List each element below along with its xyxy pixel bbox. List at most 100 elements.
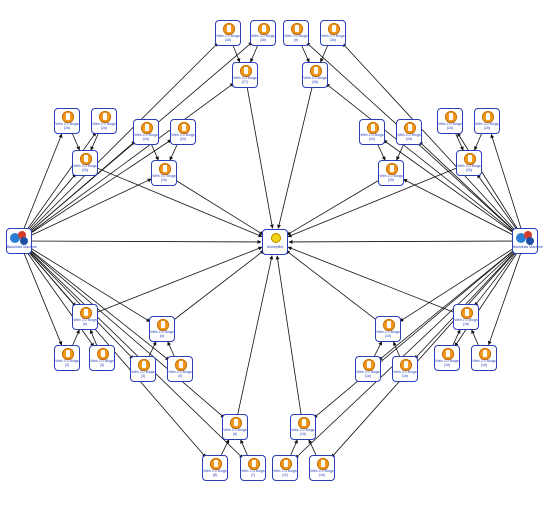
blogger-icon bbox=[178, 122, 190, 134]
blogger-icon bbox=[442, 348, 454, 360]
blog-node-index: (2#) bbox=[405, 137, 413, 142]
blog-node[interactable]: Web 2.0 Blogs(7) bbox=[240, 455, 266, 481]
blog-node-title: Web 2.0 Blogs bbox=[223, 428, 247, 432]
blog-node[interactable]: Web 2.0 Blogs(28) bbox=[302, 62, 328, 88]
blog-node[interactable]: Web 2.0 Blogs(3#) bbox=[320, 20, 346, 46]
blog-node[interactable]: Web 2.0 Blogs(2#) bbox=[437, 108, 463, 134]
blogger-icon bbox=[461, 307, 473, 319]
blogger-icon bbox=[298, 417, 310, 429]
link-arrow bbox=[342, 42, 526, 242]
blog-node-label: Web 2.0 Blogs(#) bbox=[284, 34, 308, 43]
money-site-node[interactable]: MoneyBot bbox=[262, 229, 288, 255]
blog-node-label: Web 2.0 Blogs(8) bbox=[203, 469, 227, 478]
blog-node[interactable]: Web 2.0 Blogs(3) bbox=[130, 356, 156, 382]
blog-node[interactable]: Web 2.0 Blogs(2#) bbox=[54, 108, 80, 134]
blog-node[interactable]: Web 2.0 Blogs(2#) bbox=[72, 150, 98, 176]
blog-node-title: Web 2.0 Blogs bbox=[203, 469, 227, 473]
blog-node[interactable]: Web 2.0 Blogs(2#) bbox=[151, 160, 177, 186]
blog-node[interactable]: Web 2.0 Blogs(1#) bbox=[375, 316, 401, 342]
blog-node[interactable]: Web 2.0 Blogs(3) bbox=[89, 345, 115, 371]
link-arrow bbox=[18, 240, 151, 323]
blog-node-title: Web 2.0 Blogs bbox=[152, 174, 176, 178]
hub-left-node[interactable]: Backlinks Machine bbox=[6, 228, 37, 254]
link-arrow bbox=[490, 133, 526, 242]
blog-node-title: Web 2.0 Blogs bbox=[397, 133, 421, 137]
blog-node[interactable]: Web 2.0 Blogs(2#) bbox=[170, 119, 196, 145]
blog-node[interactable]: Web 2.0 Blogs(2#) bbox=[474, 108, 500, 134]
blog-node[interactable]: Web 2.0 Blogs(1#) bbox=[355, 356, 381, 382]
blog-node[interactable]: Web 2.0 Blogs(11) bbox=[272, 455, 298, 481]
link-arrow bbox=[244, 74, 274, 229]
blog-node-title: Web 2.0 Blogs bbox=[73, 318, 97, 322]
blog-node[interactable]: Web 2.0 Blogs(2#) bbox=[378, 160, 404, 186]
blog-node-title: Web 2.0 Blogs bbox=[131, 370, 155, 374]
blog-node-title: Web 2.0 Blogs bbox=[90, 359, 114, 363]
blog-node[interactable]: Web 2.0 Blogs(2#) bbox=[91, 108, 117, 134]
link-arrow bbox=[313, 240, 526, 419]
link-arrow bbox=[84, 246, 263, 318]
blog-node-label: Web 2.0 Blogs(27) bbox=[233, 76, 257, 85]
backlinks-machine-icon bbox=[515, 231, 535, 245]
blog-node[interactable]: Web 2.0 Blogs(1#) bbox=[309, 455, 335, 481]
link-arrow bbox=[18, 240, 170, 361]
link-arrow bbox=[18, 132, 97, 242]
blog-node[interactable]: Web 2.0 Blogs(2#) bbox=[359, 119, 385, 145]
blog-node[interactable]: Web 2.0 Blogs(1#) bbox=[290, 414, 316, 440]
blog-node-label: Web 2.0 Blogs(2#) bbox=[360, 133, 384, 142]
blog-node[interactable]: Web 2.0 Blogs(1#) bbox=[453, 304, 479, 330]
blog-node-index: (1#) bbox=[384, 334, 392, 339]
blog-node[interactable]: Web 2.0 Blogs(4) bbox=[167, 356, 193, 382]
blog-node-label: Web 2.0 Blogs(11) bbox=[273, 469, 297, 478]
blog-node[interactable]: Web 2.0 Blogs(8) bbox=[202, 455, 228, 481]
blog-node-label: Web 2.0 Blogs(#) bbox=[150, 330, 174, 339]
blog-node-label: Web 2.0 Blogs(2#) bbox=[152, 174, 176, 183]
blog-node-label: Web 2.0 Blogs(3) bbox=[90, 359, 114, 368]
blogger-icon bbox=[99, 111, 111, 123]
blog-node-label: Web 2.0 Blogs(1#) bbox=[291, 428, 315, 437]
blog-node[interactable]: Web 2.0 Blogs(#) bbox=[149, 316, 175, 342]
blog-node-index: (1#) bbox=[480, 363, 488, 368]
blog-node[interactable]: Web 2.0 Blogs(1#) bbox=[434, 345, 460, 371]
link-arrow bbox=[18, 42, 219, 242]
blogger-icon bbox=[445, 111, 457, 123]
blog-node-title: Web 2.0 Blogs bbox=[376, 330, 400, 334]
blog-node-label: Web 2.0 Blogs(#) bbox=[73, 318, 97, 327]
blog-node-title: Web 2.0 Blogs bbox=[241, 469, 265, 473]
blog-node-index: (2#) bbox=[387, 178, 395, 183]
blog-node[interactable]: Web 2.0 Blogs(#) bbox=[222, 414, 248, 440]
blogger-icon bbox=[80, 307, 92, 319]
blog-node[interactable]: Web 2.0 Blogs(27) bbox=[232, 62, 258, 88]
blog-node[interactable]: Web 2.0 Blogs(3#) bbox=[250, 20, 276, 46]
blog-node-label: Web 2.0 Blogs(7) bbox=[241, 469, 265, 478]
blog-node[interactable]: Web 2.0 Blogs(3) bbox=[54, 345, 80, 371]
blogger-icon bbox=[479, 348, 491, 360]
blog-node[interactable]: Web 2.0 Blogs(#) bbox=[72, 304, 98, 330]
blog-node-label: Web 2.0 Blogs(2#) bbox=[92, 122, 116, 131]
blog-node-label: Web 2.0 Blogs(#) bbox=[223, 428, 247, 437]
blog-node-index: (11) bbox=[281, 473, 289, 478]
link-arrow bbox=[234, 255, 274, 428]
hub-right-node[interactable]: Backlinks Machine bbox=[512, 228, 543, 254]
blog-node-index: (2#) bbox=[81, 168, 89, 173]
blogger-icon bbox=[62, 111, 74, 123]
blog-node-index: (2#) bbox=[179, 137, 187, 142]
blog-node-index: (3) bbox=[64, 363, 70, 368]
blog-node-index: (27) bbox=[241, 80, 249, 85]
blog-node[interactable]: Web 2.0 Blogs(2#) bbox=[456, 150, 482, 176]
blogger-icon bbox=[138, 359, 150, 371]
link-arrow bbox=[18, 133, 63, 242]
blog-node[interactable]: Web 2.0 Blogs(2#) bbox=[396, 119, 422, 145]
blogger-icon bbox=[367, 122, 379, 134]
blog-node[interactable]: Web 2.0 Blogs(1#) bbox=[392, 356, 418, 382]
blogger-icon bbox=[386, 163, 398, 175]
blog-node-index: (#) bbox=[159, 334, 165, 339]
blog-node[interactable]: Web 2.0 Blogs(3#) bbox=[215, 20, 241, 46]
blog-node[interactable]: Web 2.0 Blogs(1#) bbox=[471, 345, 497, 371]
blog-node-title: Web 2.0 Blogs bbox=[310, 469, 334, 473]
blog-node-label: Web 2.0 Blogs(2#) bbox=[171, 133, 195, 142]
link-arrow bbox=[418, 141, 526, 242]
blog-node[interactable]: Web 2.0 Blogs(2#) bbox=[133, 119, 159, 145]
blog-node[interactable]: Web 2.0 Blogs(#) bbox=[283, 20, 309, 46]
blog-node-title: Web 2.0 Blogs bbox=[360, 133, 384, 137]
